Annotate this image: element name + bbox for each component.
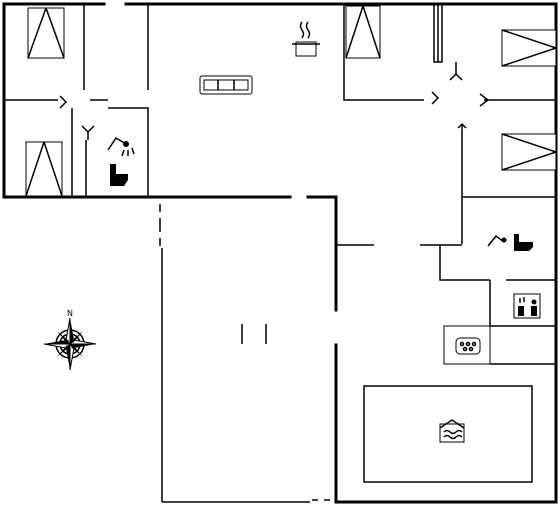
doors (59, 62, 490, 501)
bed-icon (501, 133, 557, 171)
bed-icon (27, 7, 65, 59)
shower-icon (487, 234, 507, 247)
shower-icon (107, 136, 135, 157)
sofa-icon (199, 75, 253, 95)
cooking-pot-icon (292, 21, 320, 57)
whirlpool-icon (443, 325, 491, 365)
bed-icon (345, 5, 381, 59)
toilet-icon (110, 164, 128, 186)
bed-icon (25, 141, 63, 197)
toilet-icon (514, 234, 533, 251)
pool-icon (363, 385, 533, 483)
compass-north-label: N (67, 309, 73, 318)
compass-rose-icon: N (43, 309, 97, 371)
bed-icon (501, 29, 557, 67)
sauna-icon (513, 293, 541, 319)
